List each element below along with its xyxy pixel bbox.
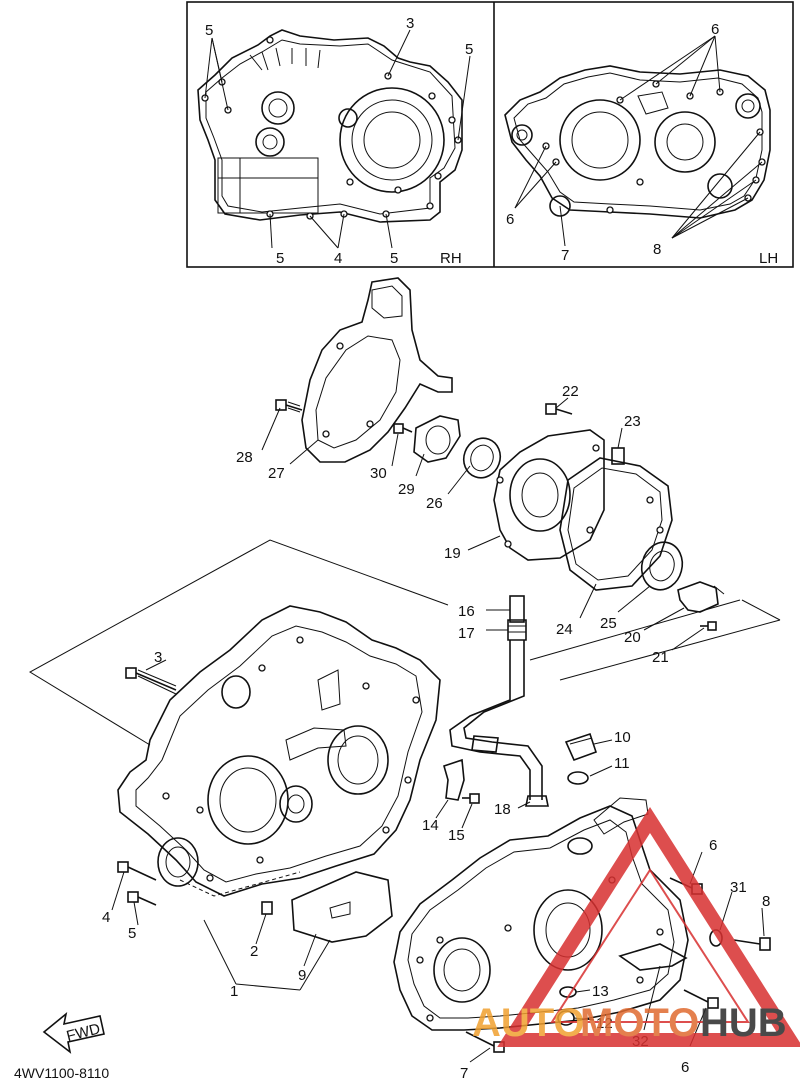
diagram-code: 4WV1100-8110 [14,1065,109,1081]
callout-30: 30 [370,465,387,482]
rh-callout-5a: 5 [205,22,213,39]
watermark-logo: AUTO MOTO HUB [472,806,800,1047]
bolt-4 [117,861,157,881]
group-boundary [29,539,781,746]
inset-panel: 5 3 5 5 4 5 RH 6 6 7 8 LH [186,1,794,268]
callout-5: 5 [128,925,136,942]
callout-17: 17 [458,625,475,642]
bolt-6b [683,989,719,1009]
callout-12: 12 [596,1015,613,1032]
rh-callout-4: 4 [334,250,342,267]
callout-27: 27 [268,465,285,482]
o-ring-11 [567,771,589,785]
fwd-arrow: FWD [42,1011,105,1054]
plate-20 [677,581,725,613]
rh-callout-3: 3 [406,15,414,32]
callout-6-bottom: 6 [681,1059,689,1076]
plate-29 [413,415,461,463]
bolt-21 [700,621,717,631]
rh-leaders [204,29,471,249]
watermark-text-auto: AUTO [472,1001,585,1045]
callout-2: 2 [250,943,258,960]
plate-32 [618,943,688,971]
bolt-3 [125,667,177,695]
callout-13: 13 [592,983,609,1000]
lh-callout-7: 7 [561,247,569,264]
callout-26: 26 [426,495,443,512]
callout-3: 3 [154,649,162,666]
watermark-text-moto: MOTO [580,1001,699,1045]
crankcase-cover-19 [493,429,605,561]
crankcase-right-1 [117,605,441,897]
callout-21: 21 [652,649,669,666]
callout-25: 25 [600,615,617,632]
oil-seal-26 [462,437,502,479]
callout-14: 14 [422,817,439,834]
callout-19: 19 [444,545,461,562]
bolt-30 [393,423,413,434]
callout-9: 9 [298,967,306,984]
callout-11: 11 [614,755,630,772]
rh-callout-5d: 5 [390,250,398,267]
callout-24: 24 [556,621,573,638]
plate-9 [291,871,393,943]
lh-label: LH [759,250,778,267]
rh-label: RH [440,250,462,267]
callout-8: 8 [762,893,770,910]
filler-cap-10 [564,732,598,762]
dowel-2 [261,901,273,915]
bolt-28 [275,399,303,413]
rh-callout-5c: 5 [276,250,284,267]
gasket-24 [559,457,673,591]
callout-7: 7 [460,1065,468,1082]
callout-23: 23 [624,413,641,430]
callout-20: 20 [624,629,641,646]
callout-22: 22 [562,383,579,400]
callout-28: 28 [236,449,253,466]
rh-callout-5b: 5 [465,41,473,58]
rh-crankcase-view [197,29,463,223]
callout-18: 18 [494,801,511,818]
breather-hose [449,595,549,807]
callout-16: 16 [458,603,475,620]
callout-15: 15 [448,827,465,844]
lh-leaders [514,35,763,247]
callout-6-top: 6 [709,837,717,854]
callout-31: 31 [730,879,747,896]
callout-29: 29 [398,481,415,498]
fwd-label: FWD [65,1020,102,1045]
watermark-text-hub: HUB [700,1001,787,1045]
callout-1: 1 [230,983,238,1000]
bolt-22 [545,403,573,415]
lh-callout-8: 8 [653,241,661,258]
bolt-5 [127,891,157,906]
callout-numbers: 1 2 3 4 5 6 6 7 8 9 10 11 12 13 14 15 16… [102,383,770,1082]
callout-10: 10 [614,729,631,746]
lh-callout-6a: 6 [711,21,719,38]
seal-25 [640,541,684,591]
crankcase-left [393,797,689,1031]
lh-callout-6b: 6 [506,211,514,228]
bracket-14 [443,758,465,801]
bolt-15 [462,793,480,804]
lh-crankcase-view [504,65,771,219]
bolt-8 [733,937,771,951]
callout-4: 4 [102,909,110,926]
leader-lines [111,397,765,1063]
cover-assembly [275,277,502,479]
